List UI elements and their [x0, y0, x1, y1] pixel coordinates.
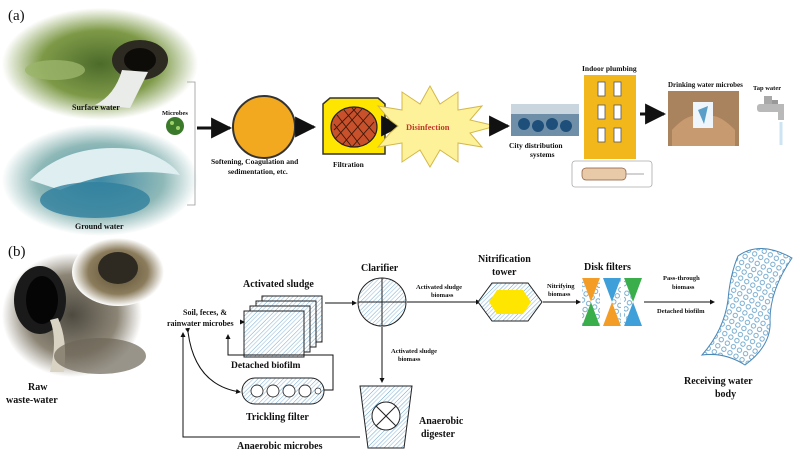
- disinfection-star: [376, 84, 497, 168]
- city-label-2: systems: [530, 150, 555, 159]
- source-bracket: [187, 81, 196, 206]
- clarifier-label: Clarifier: [361, 263, 399, 274]
- nitrification-tower: [477, 282, 543, 322]
- surface-water-photo: [2, 8, 198, 120]
- anaerobic-digester: [359, 385, 413, 449]
- filtration-unit: [322, 97, 386, 155]
- passthrough-label-2: biomass: [672, 284, 695, 291]
- clarifier-circle: [357, 277, 407, 327]
- city-label-1: City distribution: [509, 141, 563, 150]
- anaerobic-digester-label-1: Anaerobic: [419, 416, 464, 427]
- raw-wastewater-photo: [2, 238, 164, 377]
- raw-label-1: Raw: [28, 382, 48, 393]
- microbes-image: [166, 117, 184, 135]
- ground-water-photo: [2, 124, 198, 236]
- tap-icon: [757, 96, 784, 145]
- filtration-label: Filtration: [333, 160, 365, 169]
- microbes-label: Microbes: [162, 110, 188, 117]
- softening-label-1: Softening, Coagulation and: [211, 157, 299, 166]
- receiving-label-1: Receiving water: [684, 376, 753, 387]
- soil-microbes-label-1: Soil, feces, &: [183, 308, 227, 317]
- receiving-water-body: [700, 248, 793, 366]
- panel-a-label: (a): [8, 8, 25, 24]
- softening-circle: [232, 95, 296, 159]
- as-biomass-label-1: Activated sludge: [416, 284, 462, 291]
- tap-water-label: Tap water: [753, 85, 781, 92]
- activated-sludge-tank: [243, 295, 323, 358]
- plumbing-inset: [571, 160, 653, 188]
- anaerobic-microbes-label: Anaerobic microbes: [237, 441, 323, 452]
- as-biomass-down-label-1: Activated sludge: [391, 348, 437, 355]
- panel-a: (a) Surface water Microbes Ground water: [2, 8, 784, 236]
- drinking-water-photo: [668, 91, 739, 146]
- as-biomass-label-2: biomass: [431, 292, 454, 299]
- nitrifying-label-1: Nitrifying: [547, 283, 575, 290]
- raw-label-2: waste-water: [6, 395, 58, 406]
- anaerobic-return-line: [180, 332, 360, 438]
- nitrification-label-2: tower: [492, 267, 517, 278]
- detached-biofilm-label: Detached biofilm: [231, 361, 300, 371]
- drinking-microbes-label: Drinking water microbes: [668, 81, 743, 89]
- nitrifying-label-2: biomass: [548, 291, 571, 298]
- panel-b-label: (b): [8, 244, 26, 260]
- ground-water-label: Ground water: [75, 222, 124, 231]
- disk-filters: [582, 278, 642, 326]
- softening-label-2: sedimentation, etc.: [228, 167, 288, 176]
- anaerobic-digester-label-2: digester: [421, 429, 455, 440]
- city-distribution-photo: [511, 104, 579, 136]
- detached-biofilm-right-label: Detached biofilm: [657, 308, 705, 315]
- surface-water-label: Surface water: [72, 103, 120, 112]
- nitrification-label-1: Nitrification: [478, 254, 531, 265]
- soil-microbes-label-2: rainwater microbes: [167, 319, 234, 328]
- trickling-filter-label: Trickling filter: [246, 412, 309, 423]
- indoor-plumbing-label: Indoor plumbing: [582, 64, 637, 73]
- passthrough-label-1: Pass-through: [663, 275, 700, 282]
- trickling-filter: [241, 377, 325, 405]
- indoor-plumbing-building: [584, 75, 636, 159]
- panel-b: (b) Raw waste-water Soil, feces, & rainw…: [2, 238, 793, 452]
- soil-to-trickling-arrow: [184, 327, 241, 394]
- receiving-label-2: body: [715, 389, 736, 400]
- activated-sludge-label: Activated sludge: [243, 279, 314, 290]
- disinfection-label: Disinfection: [406, 122, 450, 132]
- disk-filters-label: Disk filters: [584, 262, 631, 273]
- as-biomass-down-label-2: biomass: [398, 356, 421, 363]
